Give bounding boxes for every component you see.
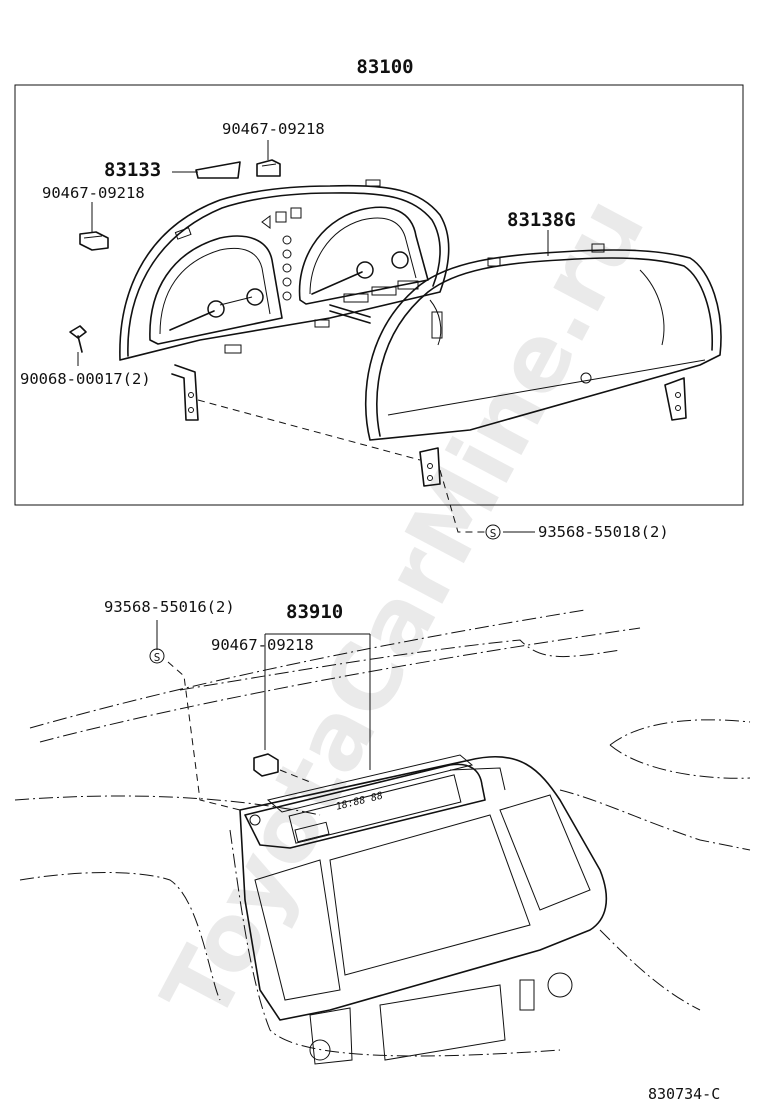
label-clip-a: 90467-09218 — [222, 120, 325, 138]
label-83910: 83910 — [286, 601, 343, 623]
label-diagram-code: 830734-C — [648, 1085, 720, 1103]
clip-c-part — [253, 753, 279, 777]
label-clip-c: 90467-09218 — [211, 636, 314, 654]
clock-section: 18:88 88 S 93568-55016(2) 83910 90467-09… — [14, 598, 751, 1103]
lens-cover — [364, 249, 722, 441]
tachometer-dial — [298, 206, 429, 305]
label-screw-s1: 93568-55018(2) — [538, 523, 669, 541]
speedometer-dial — [149, 235, 283, 345]
s-marker-top — [485, 524, 501, 540]
assembly-frame — [14, 84, 744, 506]
center-panel — [239, 755, 608, 1021]
label-clip-b: 90467-09218 — [42, 184, 145, 202]
label-83138g: 83138G — [507, 209, 576, 231]
indicator-lamps — [261, 207, 419, 303]
label-83133: 83133 — [104, 159, 161, 181]
s-marker-bottom — [149, 648, 165, 664]
plate-part — [195, 161, 241, 179]
label-screw: 90068-00017(2) — [20, 370, 151, 388]
s-marker-top-text: S — [490, 527, 497, 540]
clip-a-part — [256, 159, 281, 177]
trip-knob — [329, 304, 371, 318]
s-marker-bottom-text: S — [154, 651, 161, 664]
meter-housing — [119, 184, 450, 361]
dashboard-outline — [29, 609, 586, 729]
label-83100: 83100 — [356, 56, 413, 78]
label-screw-s2: 93568-55016(2) — [104, 598, 235, 616]
combination-meter-section: S 83100 90467-09218 83133 90467-09218 83… — [14, 56, 744, 541]
screw-part — [69, 325, 87, 353]
clip-b-part — [79, 231, 109, 251]
